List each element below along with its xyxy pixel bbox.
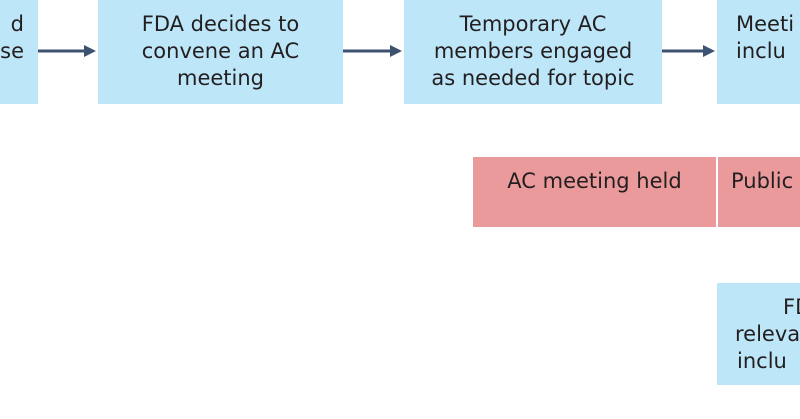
process-box-public-partial: Public	[718, 157, 800, 227]
box-text-line: Temporary AC	[459, 12, 607, 36]
box-text-line: convene an AC	[141, 39, 300, 63]
process-box-partial-left: d se	[0, 0, 38, 104]
box-text-line: members engaged	[433, 39, 633, 63]
box-text-line: Public	[731, 169, 794, 193]
flow-arrow	[662, 45, 715, 57]
process-box-temporary-members: Temporary AC members engaged as needed f…	[404, 0, 662, 104]
box-text-line: inclu	[736, 39, 786, 63]
box-text-line: FDA	[783, 295, 800, 319]
box-text-line: as needed for topic	[431, 66, 635, 90]
flow-arrow	[343, 45, 402, 57]
flow-arrow	[38, 45, 96, 57]
box-text-line: inclu	[737, 349, 787, 373]
box-text-line: FDA decides to	[141, 12, 300, 36]
process-box-fda-decides: FDA decides to convene an AC meeting	[98, 0, 343, 104]
process-box-fda-partial: FDA releva inclu	[717, 283, 800, 385]
box-text-line: d	[10, 12, 24, 36]
process-box-ac-meeting-held: AC meeting held	[473, 157, 716, 227]
box-text-line: AC meeting held	[507, 169, 682, 193]
box-text-line: meeting	[176, 66, 264, 90]
box-text-line: Meeti	[736, 12, 795, 36]
box-text-line: releva	[735, 322, 800, 346]
box-text-line: se	[0, 39, 24, 63]
process-box-meeting-partial: Meeti inclu	[717, 0, 800, 104]
